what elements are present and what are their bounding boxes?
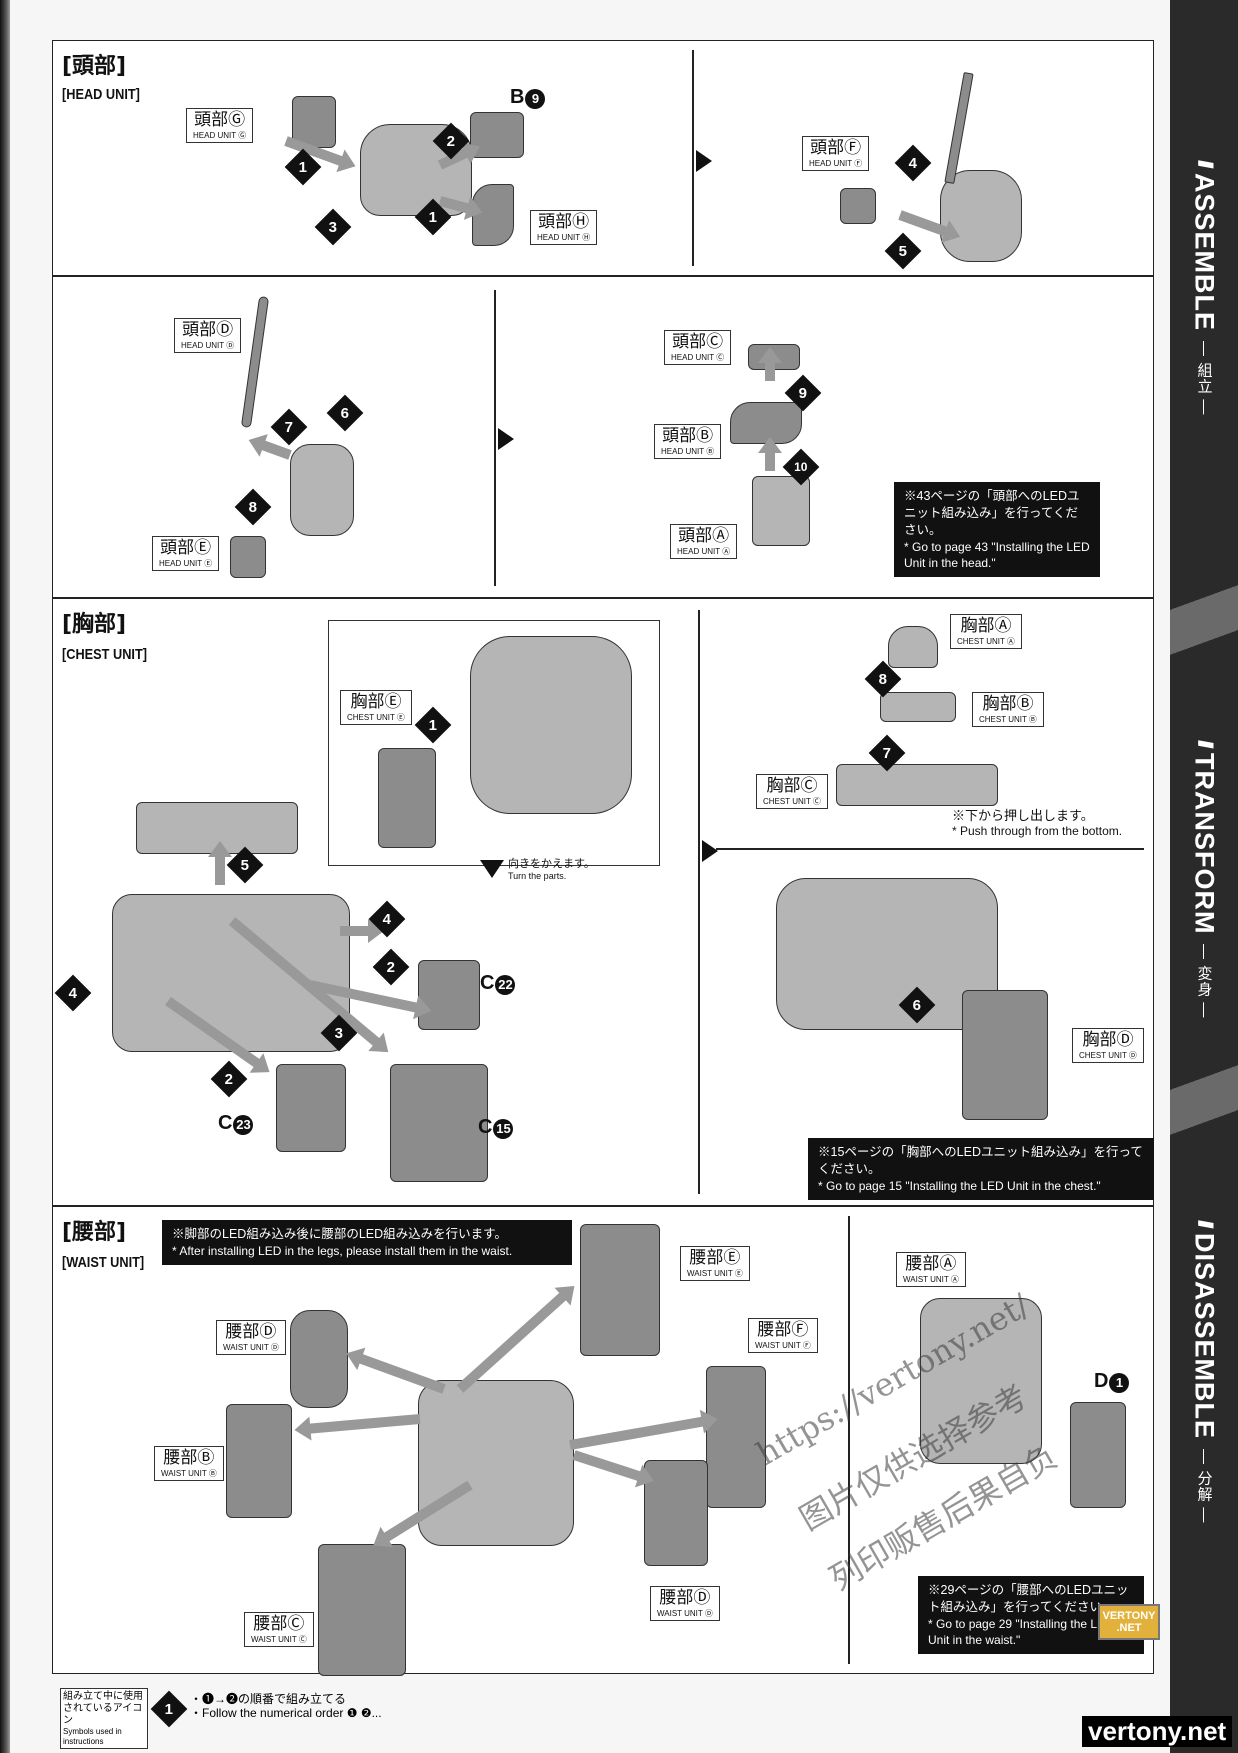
sidebar-tab-transform[interactable]: ///TRANSFORM— 変身 — [1189, 740, 1220, 1019]
waist-part-d1 [1070, 1402, 1126, 1508]
note-head-led: ※43ページの「頭部へのLEDユニット組み込み」を行ってください。 * Go t… [894, 482, 1100, 577]
divider [848, 1216, 850, 1664]
chest-part-e [378, 748, 436, 848]
site-watermark: vertony.net [1082, 1716, 1233, 1747]
section-subtitle-head: [HEAD UNIT] [62, 86, 140, 103]
arrow [765, 361, 775, 381]
waist-part-b [226, 1404, 292, 1518]
divider [716, 848, 1144, 850]
vertony-logo: VERTONY .NET [1098, 1604, 1160, 1641]
chest-part-c [836, 764, 998, 806]
section-subtitle-chest: [CHEST UNIT] [62, 646, 147, 663]
arrow [215, 855, 225, 885]
sidebar-tab-assemble[interactable]: ///ASSEMBLE— 組立 — [1189, 160, 1220, 416]
footer-order-note: ・❶→❷の順番で組み立てる ・Follow the numerical orde… [190, 1692, 382, 1721]
arrow [765, 451, 775, 471]
waist-part-c [318, 1544, 406, 1676]
chest-core-rear [470, 636, 632, 814]
chest-part-b [880, 692, 956, 722]
chest-part-c15 [390, 1064, 488, 1182]
head-part-f [840, 188, 876, 224]
sidebar-tab-disassemble[interactable]: ///DISASSEMBLE— 分解 — [1189, 1220, 1220, 1524]
turn-arrow-icon [480, 860, 504, 878]
chest-part-a [888, 626, 938, 668]
page-binding-shadow [0, 0, 12, 1753]
chest-part-c23 [276, 1064, 346, 1152]
section-subtitle-waist: [WAIST UNIT] [62, 1254, 145, 1271]
note-waist-order: ※脚部のLED組み込み後に腰部のLED組み込みを行います。 * After in… [162, 1220, 572, 1266]
divider [692, 50, 694, 266]
divider [698, 610, 700, 1194]
note-chest-led: ※15ページの「胸部へのLEDユニット組み込み」を行ってください。 * Go t… [808, 1138, 1154, 1200]
flow-arrow-icon [696, 150, 712, 172]
flow-arrow-icon [702, 840, 718, 862]
section-title-head: [頭部] [62, 54, 127, 79]
arrow [340, 919, 384, 943]
waist-core [418, 1380, 574, 1546]
footer-icon-legend-label: 組み立て中に使用されているアイコン Symbols used in instru… [60, 1688, 148, 1750]
turn-caption: 向きをかえます。Turn the parts. [508, 858, 595, 882]
waist-part-d-left [290, 1310, 348, 1408]
head-part-a [752, 476, 810, 546]
push-caption: ※下から押し出します。* Push through from the botto… [952, 808, 1123, 838]
head-part-e [230, 536, 266, 578]
chest-core-front [112, 894, 350, 1052]
flow-arrow-icon [498, 428, 514, 450]
chest-part-d [962, 990, 1048, 1120]
section-title-chest: [胸部] [62, 612, 127, 637]
divider [494, 290, 496, 586]
waist-assembled [920, 1298, 1042, 1464]
chest-core-assembled [776, 878, 998, 1030]
section-title-waist: [腰部] [62, 1220, 127, 1245]
head-assembly [290, 444, 354, 536]
sidebar-tabs [1170, 0, 1238, 1753]
waist-part-e [580, 1224, 660, 1356]
waist-part-f [706, 1366, 766, 1508]
